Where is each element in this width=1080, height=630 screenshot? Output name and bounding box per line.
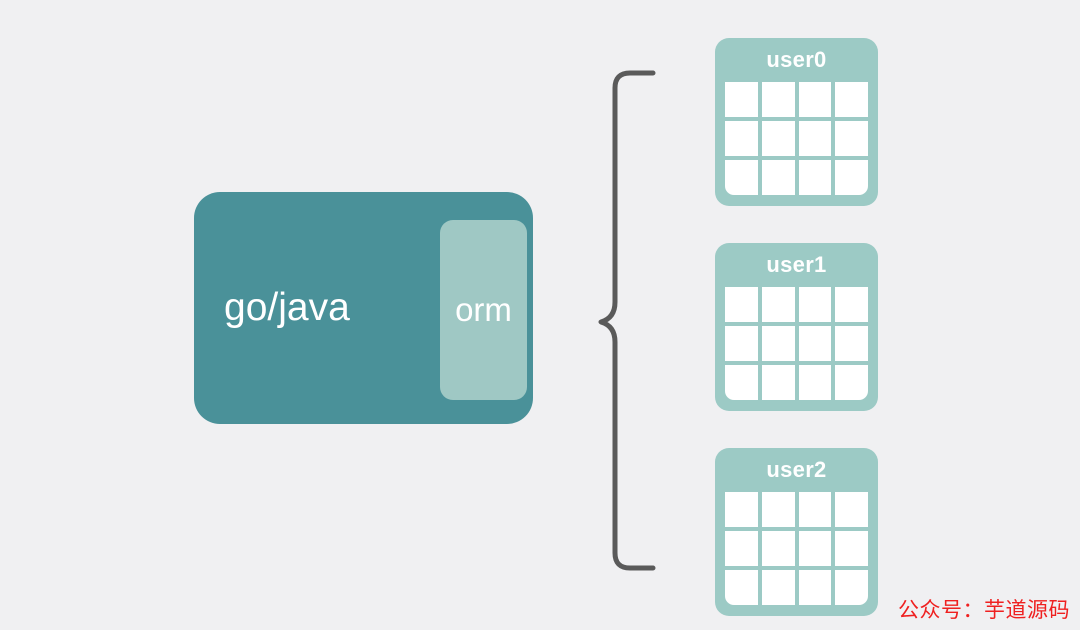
orm-label: orm [455,291,512,328]
watermark-text: 公众号：芋道源码 [898,598,1070,622]
table-cell [725,365,758,400]
table-card-user0[interactable]: user0 [715,38,878,206]
table-cell [725,160,758,195]
table-cell [835,570,868,605]
table-cell [725,531,758,566]
table-cell [725,326,758,361]
table-cell [798,287,832,322]
table-cell [761,82,795,117]
table-cell [725,121,758,156]
table-cell [835,365,868,400]
table-cell [761,531,795,566]
table-cell [835,160,868,195]
table-cell [798,121,832,156]
table-cell [725,82,758,117]
table-cell [798,326,832,361]
curly-brace-connector [598,70,656,571]
table-cell [761,365,795,400]
table-cell [761,492,795,527]
table-cell [761,287,795,322]
table-cell [798,82,832,117]
table-card-user2[interactable]: user2 [715,448,878,616]
orm-panel: orm [440,220,527,400]
application-block: go/java orm [194,192,533,424]
table-grid [725,82,868,195]
table-cell [835,82,868,117]
brace-path [598,70,656,571]
table-cell [725,570,758,605]
language-label: go/java [224,286,350,329]
table-cell [798,160,832,195]
table-title: user1 [766,252,827,277]
table-card-user1[interactable]: user1 [715,243,878,411]
table-cell [725,287,758,322]
table-cell [835,121,868,156]
table-cell [725,492,758,527]
table-cell [761,326,795,361]
table-title: user0 [766,47,827,72]
table-cell [798,492,832,527]
table-cell [835,531,868,566]
table-cell [835,492,868,527]
table-cell [798,531,832,566]
table-cell [835,326,868,361]
table-title: user2 [766,457,827,482]
table-cell [798,365,832,400]
table-cell [835,287,868,322]
table-cell [761,570,795,605]
table-cell [761,160,795,195]
table-grid [725,492,868,605]
table-cell [761,121,795,156]
table-grid [725,287,868,400]
table-cell [798,570,832,605]
